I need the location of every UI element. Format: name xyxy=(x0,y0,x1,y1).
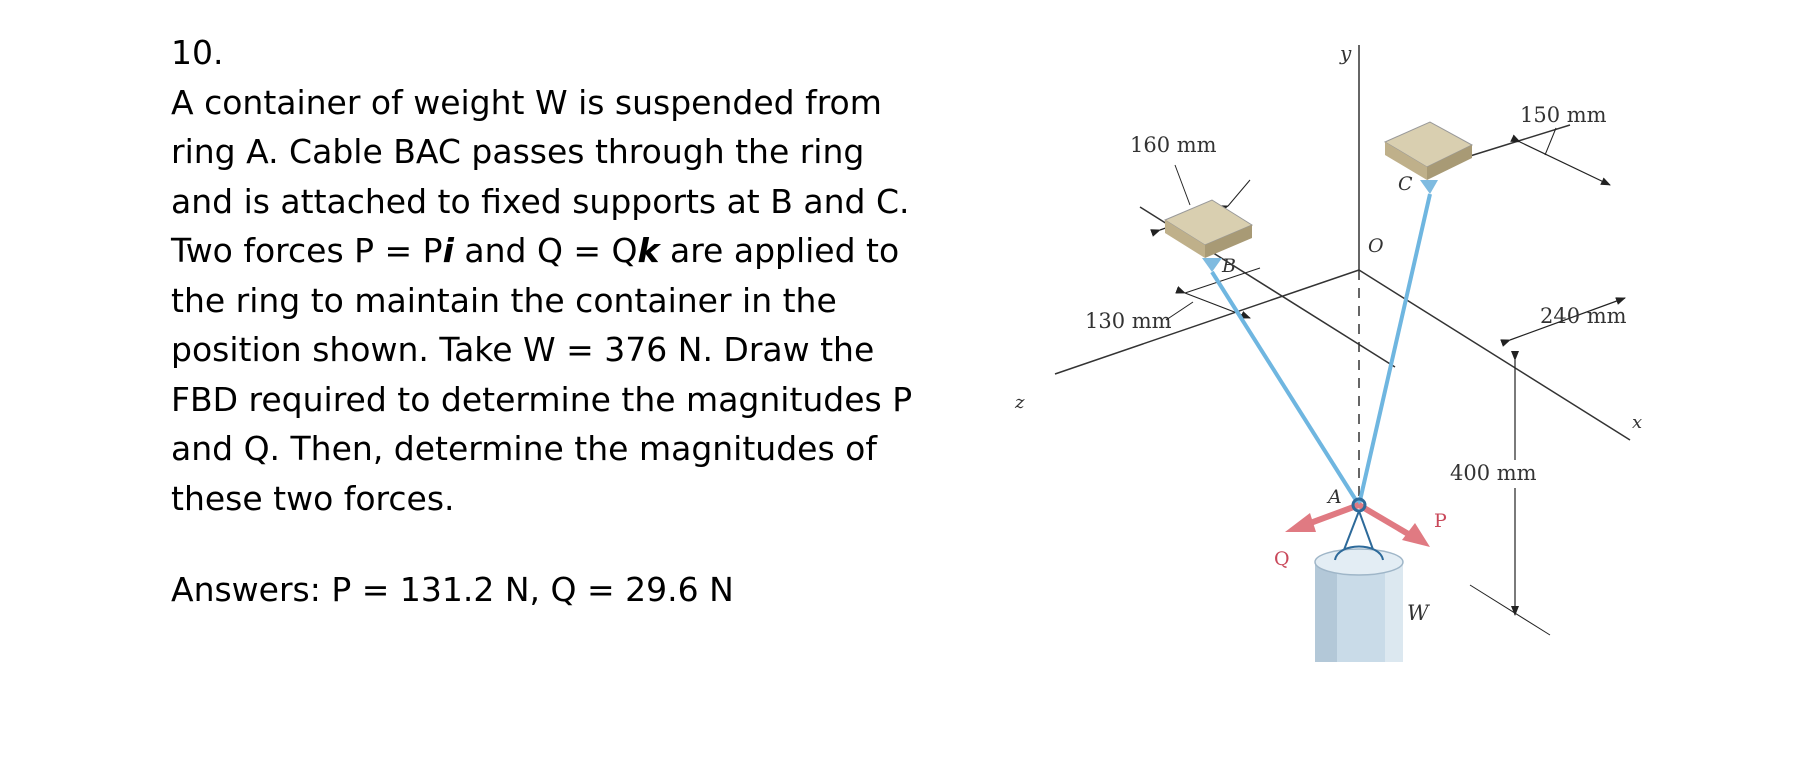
problem-line-4: Two forces P = Pi and Q = Qk are applied… xyxy=(171,226,951,276)
unit-vector-i: i xyxy=(442,231,454,270)
dim-240-line xyxy=(1500,297,1626,347)
problem-number: 10. xyxy=(171,33,224,72)
answers: Answers: P = 131.2 N, Q = 29.6 N xyxy=(171,570,734,609)
dim-150-line xyxy=(1510,134,1611,186)
dim-160-label: 160 mm xyxy=(1130,133,1217,157)
force-p-label: P xyxy=(1434,510,1447,532)
dim-400-label: 400 mm xyxy=(1450,461,1537,485)
problem-line-3: and is attached to fixed supports at B a… xyxy=(171,181,910,221)
dim-150-label: 150 mm xyxy=(1520,103,1607,127)
point-c-label: C xyxy=(1398,173,1413,195)
dim-150-leader xyxy=(1544,127,1557,156)
text-segment: are applied to xyxy=(659,231,900,270)
x-axis-label: x xyxy=(1632,412,1642,433)
point-a-label: A xyxy=(1326,486,1342,508)
text-segment: Two forces P = P xyxy=(171,231,443,270)
force-p-arrow xyxy=(1357,502,1430,547)
dim-130-label: 130 mm xyxy=(1085,309,1172,333)
problem-statement: 10. A container of weight W is suspended… xyxy=(171,28,951,523)
support-b xyxy=(1163,199,1254,272)
problem-line-6: position shown. Take W = 376 N. Draw the xyxy=(171,330,875,369)
hanger-cable xyxy=(1341,510,1376,556)
problem-line-9: these two forces. xyxy=(171,478,455,518)
unit-vector-k: k xyxy=(637,231,660,270)
problem-line-5: the ring to maintain the container in th… xyxy=(171,280,837,320)
z-axis-label: z xyxy=(1014,392,1025,413)
dim-160-leader xyxy=(1174,164,1191,206)
point-o-label: O xyxy=(1368,235,1384,257)
problem-line-2: ring A. Cable BAC passes through the rin… xyxy=(171,132,865,171)
force-q-label: Q xyxy=(1274,548,1290,570)
x-axis xyxy=(1358,269,1631,441)
statics-figure: y z x 160 mm 130 mm 150 mm 240 mm 400 mm xyxy=(1014,41,1642,662)
cable-ab xyxy=(1210,270,1361,507)
problem-line-8: and Q. Then, determine the magnitudes of xyxy=(171,429,877,468)
force-q-arrow xyxy=(1285,502,1361,532)
problem-line-7: FBD required to determine the magnitudes… xyxy=(171,379,913,419)
dim-240-label: 240 mm xyxy=(1540,304,1627,328)
weight-w-label: W xyxy=(1407,601,1431,625)
point-b-label: B xyxy=(1221,255,1236,277)
cable-ac xyxy=(1357,193,1432,506)
text-segment: and Q = Q xyxy=(453,231,638,270)
dim-130-leader xyxy=(1165,301,1194,321)
dim-160-ext xyxy=(1227,179,1251,207)
support-c xyxy=(1383,121,1474,194)
z-axis xyxy=(1054,269,1360,375)
dim-400-ext xyxy=(1469,584,1551,636)
dim-130-ext xyxy=(1184,267,1261,294)
y-axis-label: y xyxy=(1339,41,1352,65)
container xyxy=(1314,545,1404,662)
problem-line-1: A container of weight W is suspended fro… xyxy=(171,82,882,122)
